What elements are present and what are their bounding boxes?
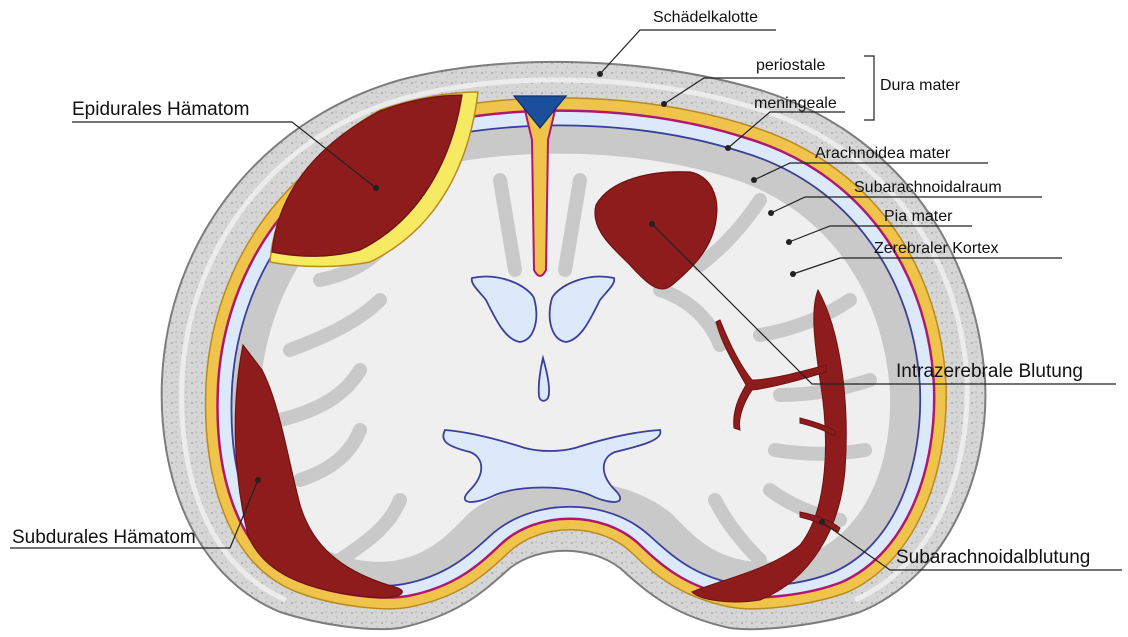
label-epidural-hematoma: Epidurales Hämatom xyxy=(72,100,249,119)
label-cortex: Zerebraler Kortex xyxy=(874,241,999,257)
label-subdural-hematoma: Subdurales Hämatom xyxy=(12,528,196,547)
label-subarachnoid-space: Subarachnoidalraum xyxy=(854,180,1002,196)
label-pia: Pia mater xyxy=(884,209,952,225)
label-arachnoid: Arachnoidea mater xyxy=(815,146,950,162)
label-subarachnoid-hemorrhage: Subarachnoidalblutung xyxy=(896,548,1090,567)
label-meningeal: meningeale xyxy=(754,96,837,112)
label-skull: Schädelkalotte xyxy=(653,10,758,26)
label-periosteal: periostale xyxy=(756,58,825,74)
label-intracerebral-hemorrhage: Intrazerebrale Blutung xyxy=(896,362,1083,381)
label-dura: Dura mater xyxy=(880,78,960,94)
